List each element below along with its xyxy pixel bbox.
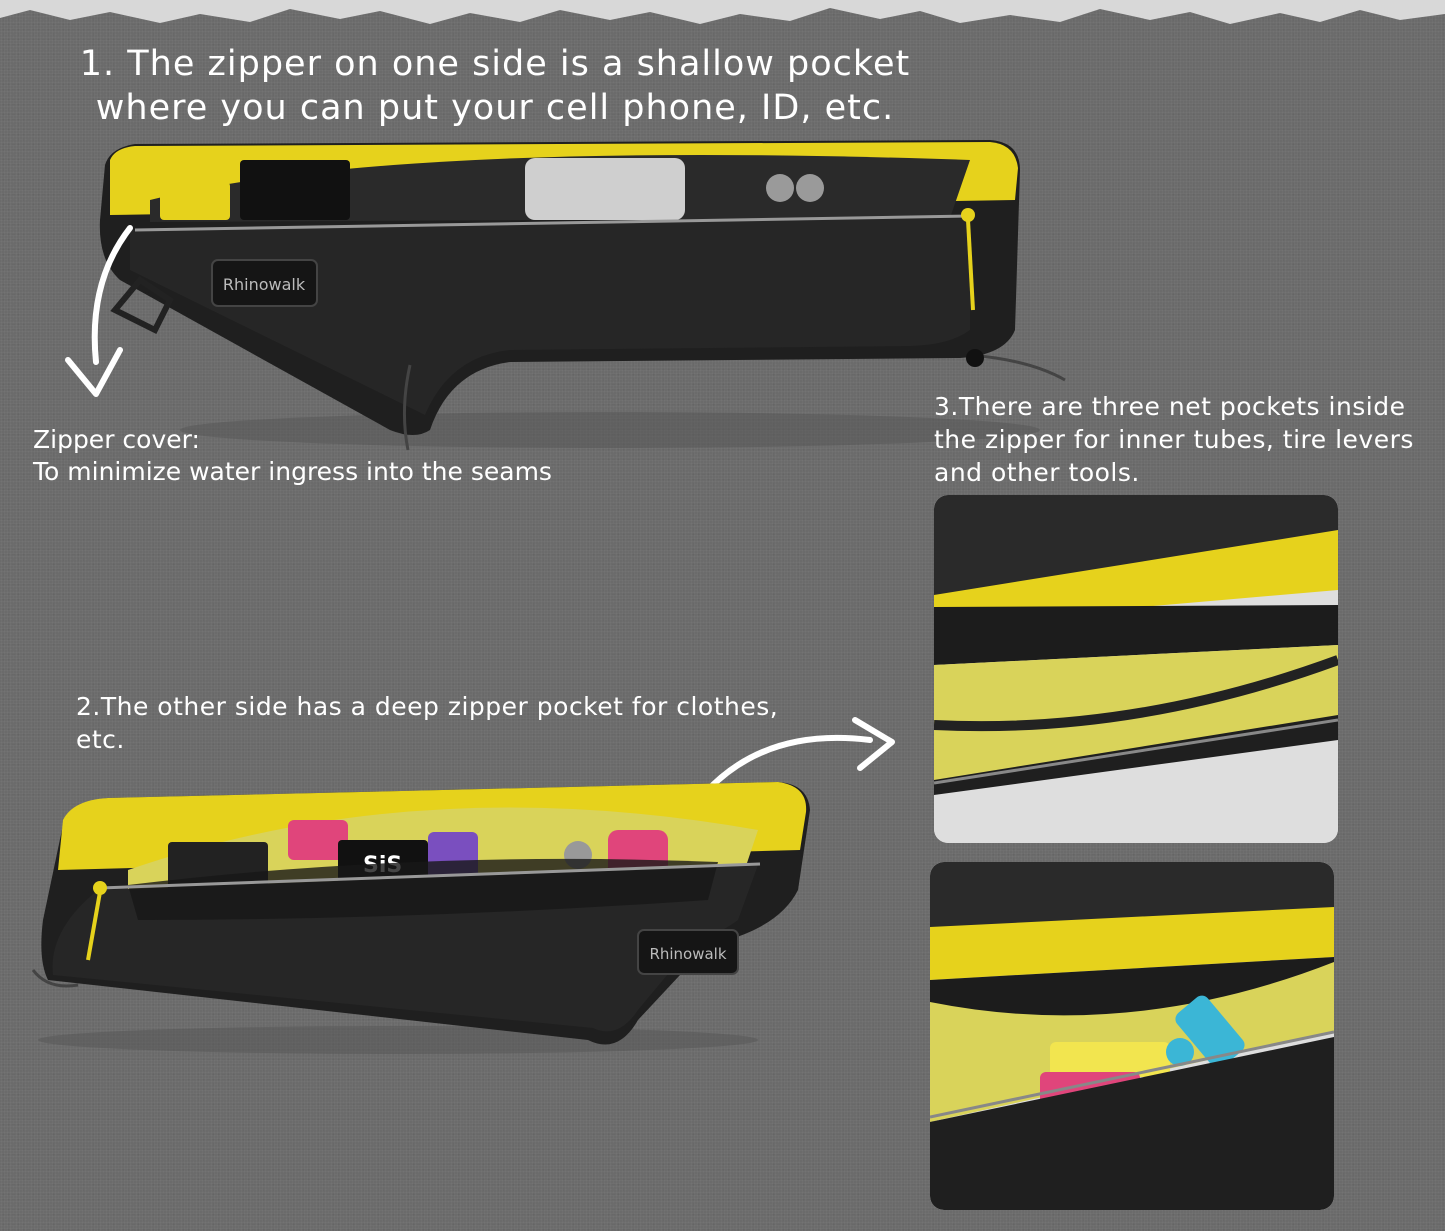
curved-arrow-down-icon	[65, 225, 133, 397]
torn-paper-edge	[0, 0, 1445, 24]
bag-shallow-pocket-photo: Rhinowalk	[90, 130, 1080, 460]
svg-text:Rhinowalk: Rhinowalk	[223, 275, 306, 294]
bag-deep-pocket-photo: SiS Rhinowalk	[18, 770, 818, 1060]
zipper-cover-desc: To minimize water ingress into the seams	[33, 457, 552, 486]
caption-zipper-cover: Zipper cover: To minimize water ingress …	[33, 424, 653, 488]
zipper-cover-title: Zipper cover:	[33, 425, 200, 454]
caption-deep-pocket: 2.The other side has a deep zipper pocke…	[76, 692, 779, 754]
caption-net-pockets: 3.There are three net pockets inside the…	[934, 392, 1414, 487]
net-pockets-photo-bottom	[930, 862, 1334, 1210]
svg-text:Rhinowalk: Rhinowalk	[649, 945, 726, 963]
net-pockets-photo-top	[934, 495, 1338, 843]
caption-shallow-pocket: 1. The zipper on one side is a shallow p…	[79, 44, 911, 128]
